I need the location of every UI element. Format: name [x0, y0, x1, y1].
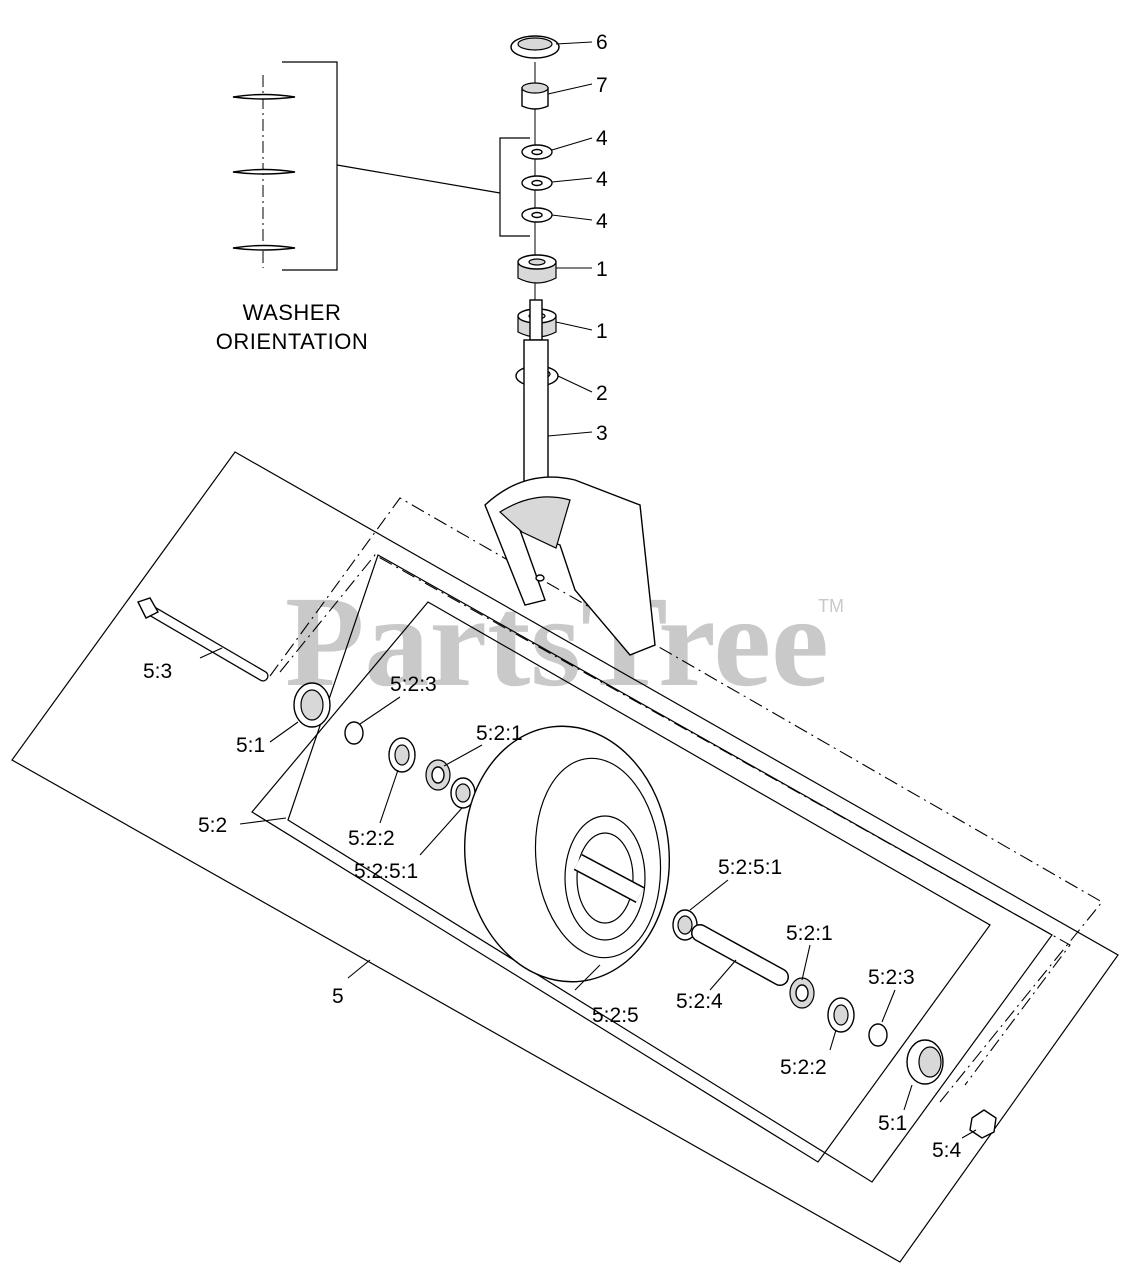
- callout-4-middle: 4: [596, 168, 608, 191]
- spacer-tube: [692, 925, 788, 985]
- watermark-text: PartsTree: [285, 570, 829, 714]
- callouts: 6 7 4 4 4 1 1 2 3 5:3 5:1 5:2:3 5:2:1 5:…: [143, 31, 962, 1162]
- assembly-5-2-5-outline: [251, 601, 991, 1163]
- callout-5-2-5-1-left: 5:2:5:1: [354, 860, 418, 883]
- washer-detail-3: [232, 244, 296, 251]
- callout-5-2: 5:2: [198, 814, 227, 837]
- fork-stem-top: [529, 299, 543, 341]
- lock-nut: [521, 87, 549, 110]
- callout-5-2-1-left: 5:2:1: [476, 722, 523, 745]
- callout-5: 5: [332, 985, 344, 1008]
- washer-orientation-detail: WASHER ORIENTATION: [216, 61, 530, 354]
- callout-5-2-5: 5:2:5: [592, 1004, 639, 1027]
- axle-phantom-line: [269, 497, 1103, 1103]
- bushing-right: [868, 1023, 888, 1047]
- wheel-assembly: [137, 597, 997, 1139]
- callout-5-2-2-left: 5:2:2: [348, 827, 395, 850]
- callout-7: 7: [596, 74, 608, 97]
- leader-lines: [199, 41, 977, 1139]
- assembly-5-outline: [11, 451, 1119, 1263]
- washer-detail-2: [232, 168, 296, 175]
- callout-5-1-left: 5:1: [236, 734, 265, 757]
- callout-1-bottom: 1: [596, 320, 608, 343]
- washer-detail-1: [232, 93, 296, 100]
- callout-5-2-3-left: 5:2:3: [390, 673, 437, 696]
- callout-5-2-1-right: 5:2:1: [786, 922, 833, 945]
- callout-5-3: 5:3: [143, 660, 172, 683]
- caption-line-1: WASHER: [243, 300, 342, 325]
- fork-stem: [523, 339, 549, 491]
- callout-5-2-4: 5:2:4: [676, 990, 723, 1013]
- axle-bolt: [145, 605, 268, 681]
- callout-2: 2: [596, 382, 608, 405]
- wheel-hub: [574, 855, 644, 902]
- watermark: PartsTree TM: [285, 570, 844, 714]
- callout-6: 6: [596, 31, 608, 54]
- bolt-phantom-line: [279, 554, 1071, 1086]
- callout-5-2-3-right: 5:2:3: [868, 966, 915, 989]
- bushing-left: [344, 721, 364, 745]
- assembly-outlines: [11, 451, 1119, 1263]
- callout-5-1-right: 5:1: [878, 1112, 907, 1135]
- callout-3: 3: [596, 422, 608, 445]
- callout-4-bottom: 4: [596, 210, 608, 233]
- callout-5-2-2-right: 5:2:2: [780, 1056, 827, 1079]
- callout-4-top: 4: [596, 127, 608, 150]
- callout-1-top: 1: [596, 258, 608, 281]
- caption-line-2: ORIENTATION: [216, 329, 369, 354]
- axle-nut: [969, 1109, 997, 1139]
- callout-5-4: 5:4: [932, 1139, 962, 1162]
- spindle-stack: [484, 35, 656, 656]
- callout-5-2-5-1-right: 5:2:5:1: [718, 856, 782, 879]
- wheel-rim: [564, 815, 646, 941]
- wheel-tire: [463, 725, 671, 983]
- watermark-trademark: TM: [818, 596, 844, 616]
